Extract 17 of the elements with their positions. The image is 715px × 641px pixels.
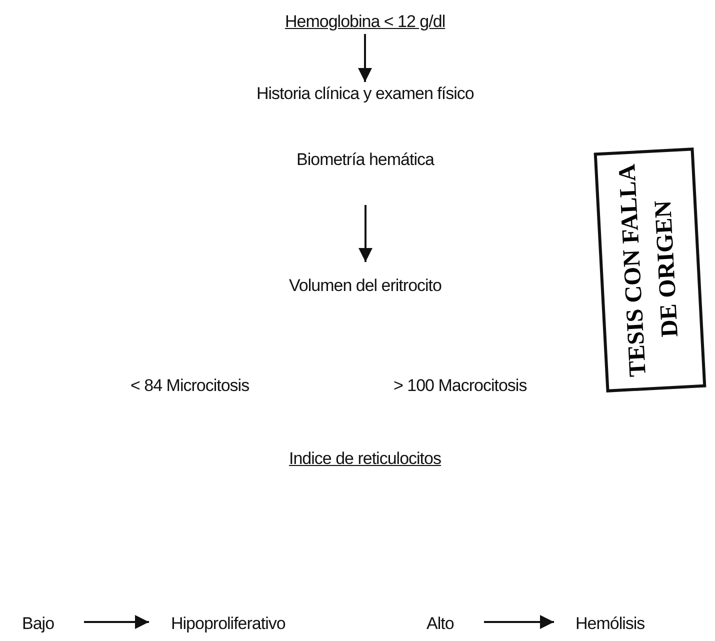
node-text: Historia clínica y examen físico: [256, 84, 474, 104]
arrow: [484, 615, 554, 629]
node-text: Volumen del eritrocito: [289, 276, 442, 296]
arrow: [358, 34, 372, 82]
node-text: Bajo: [22, 614, 54, 634]
arrow: [84, 615, 149, 629]
node-text: Biometría hemática: [296, 150, 434, 170]
node-text: Alto: [426, 614, 454, 634]
stamp-text: TESIS CON FALLA DE ORIGEN: [613, 162, 685, 380]
node-text: Hemoglobina < 12 g/dl: [285, 12, 446, 32]
node-text: Hipoproliferativo: [171, 614, 286, 634]
label-text: < 84 Microcitosis: [130, 376, 250, 396]
node-text: Hemólisis: [576, 614, 645, 634]
label-text: Indice de reticulocitos: [289, 449, 441, 469]
stamp-box: [594, 148, 706, 392]
arrow: [358, 205, 372, 262]
label-text: > 100 Macrocitosis: [394, 376, 527, 396]
